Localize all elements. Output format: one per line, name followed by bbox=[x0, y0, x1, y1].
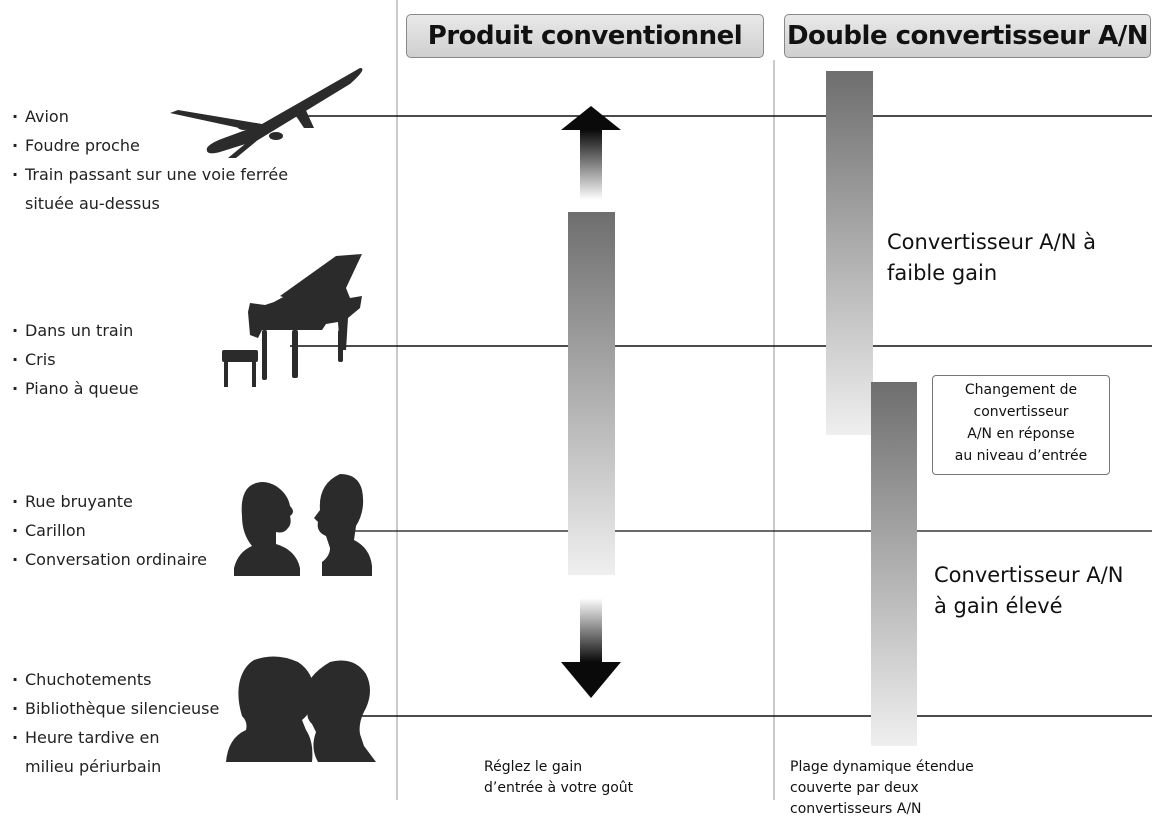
source-label: Heure tardive en bbox=[10, 723, 219, 752]
sound-sources-high: Dans un train Cris Piano à queue bbox=[10, 316, 139, 403]
caption-line: couverte par deux bbox=[790, 780, 919, 796]
caption-line: Réglez le gain bbox=[484, 759, 583, 775]
source-label: Train passant sur une voie ferrée bbox=[10, 160, 288, 189]
gain-arrow-down-head bbox=[561, 662, 621, 698]
gain-arrow-up-head bbox=[561, 106, 621, 130]
source-label: Bibliothèque silencieuse bbox=[10, 694, 219, 723]
high-gain-converter-bar bbox=[871, 382, 917, 746]
sound-sources-medium: Rue bruyante Carillon Conversation ordin… bbox=[10, 487, 207, 574]
caption-line: Plage dynamique étendue bbox=[790, 759, 974, 775]
header-dual-converter: Double convertisseur A/N bbox=[784, 14, 1151, 58]
note-line: Changement de bbox=[964, 382, 1078, 398]
high-gain-converter-label: Convertisseur A/N à gain élevé bbox=[934, 560, 1123, 622]
source-label-continued: située au-dessus bbox=[25, 194, 160, 213]
source-label: Cris bbox=[10, 345, 139, 374]
caption-conventional: Réglez le gain d’entrée à votre goût bbox=[484, 757, 633, 799]
source-label: Conversation ordinaire bbox=[10, 545, 207, 574]
low-gain-converter-bar bbox=[826, 71, 873, 435]
caption-line: d’entrée à votre goût bbox=[484, 780, 634, 796]
header-conventional: Produit conventionnel bbox=[406, 14, 764, 58]
source-label: Piano à queue bbox=[10, 374, 139, 403]
sound-sources-loud: Avion Foudre proche Train passant sur un… bbox=[10, 102, 288, 218]
source-label: Rue bruyante bbox=[10, 487, 207, 516]
caption-dual: Plage dynamique étendue couverte par deu… bbox=[790, 757, 974, 820]
label-line: à gain élevé bbox=[934, 594, 1063, 618]
gain-arrow-down-shaft bbox=[580, 598, 602, 662]
note-line: convertisseur bbox=[973, 404, 1069, 420]
source-label: Dans un train bbox=[10, 316, 139, 345]
source-label: Foudre proche bbox=[10, 131, 288, 160]
low-gain-converter-label: Convertisseur A/N à faible gain bbox=[887, 227, 1096, 289]
gain-arrow-up-shaft bbox=[580, 130, 602, 200]
whisper-icon bbox=[226, 656, 376, 762]
converter-switch-note: Changement de convertisseur A/N en répon… bbox=[932, 375, 1110, 475]
source-label-continued: milieu périurbain bbox=[25, 757, 162, 776]
label-line: faible gain bbox=[887, 261, 998, 285]
conventional-range-bar bbox=[568, 212, 615, 575]
sound-sources-quiet: Chuchotements Bibliothèque silencieuse H… bbox=[10, 665, 219, 781]
grand-piano-icon bbox=[222, 254, 362, 387]
note-line: au niveau d’entrée bbox=[954, 448, 1088, 464]
label-line: Convertisseur A/N bbox=[934, 563, 1124, 587]
source-label: Avion bbox=[10, 102, 288, 131]
label-line: Convertisseur A/N à bbox=[887, 230, 1096, 254]
source-label: Chuchotements bbox=[10, 665, 219, 694]
conversation-icon bbox=[234, 474, 372, 576]
note-line: A/N en réponse bbox=[967, 426, 1075, 442]
caption-line: convertisseurs A/N bbox=[790, 801, 922, 817]
source-label: Carillon bbox=[10, 516, 207, 545]
